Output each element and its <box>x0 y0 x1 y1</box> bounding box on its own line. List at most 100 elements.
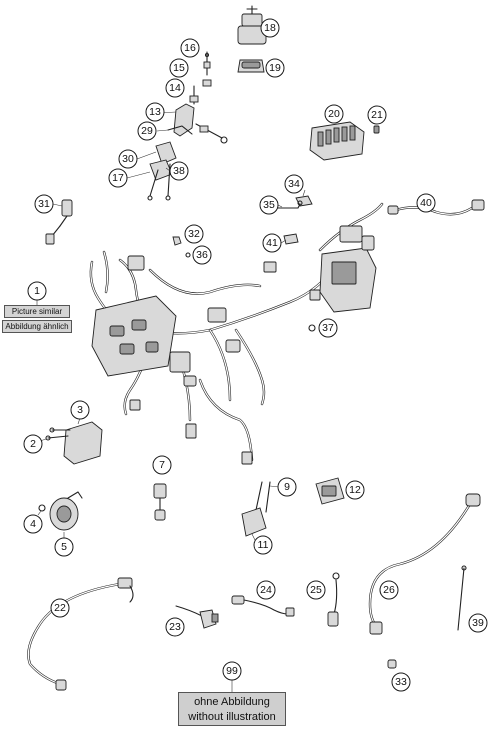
part-39-rod <box>457 565 467 631</box>
part-19-holder <box>237 59 265 73</box>
svg-text:41: 41 <box>266 237 278 249</box>
callout-32: 32 <box>184 224 204 244</box>
svg-text:5: 5 <box>61 541 67 553</box>
svg-text:20: 20 <box>328 108 340 120</box>
part-24-sensor <box>231 595 295 617</box>
callout-11: 11 <box>253 535 273 555</box>
svg-text:21: 21 <box>371 109 383 121</box>
part-32-36-small <box>172 236 191 258</box>
svg-text:17: 17 <box>112 172 124 184</box>
svg-text:39: 39 <box>472 617 484 629</box>
svg-text:13: 13 <box>149 106 161 118</box>
part-9-11-switch <box>241 481 280 541</box>
note-picture-similar: Picture similar <box>4 305 70 318</box>
svg-text:33: 33 <box>395 676 407 688</box>
callout-41: 41 <box>262 233 282 253</box>
callout-39: 39 <box>468 613 488 633</box>
callout-33: 33 <box>391 672 411 692</box>
part-bracket-assembly <box>126 51 228 201</box>
svg-text:1: 1 <box>34 285 40 297</box>
callout-19: 19 <box>265 58 285 78</box>
callout-21: 21 <box>367 105 387 125</box>
callout-35: 35 <box>259 195 279 215</box>
svg-text:18: 18 <box>264 22 276 34</box>
svg-text:25: 25 <box>310 584 322 596</box>
callout-36: 36 <box>192 245 212 265</box>
part-1-main-harness <box>89 202 384 465</box>
callout-9: 9 <box>277 477 297 497</box>
callout-18: 18 <box>260 18 280 38</box>
svg-text:40: 40 <box>420 197 432 209</box>
part-25-sensor <box>327 572 340 627</box>
svg-text:38: 38 <box>173 165 185 177</box>
svg-text:2: 2 <box>30 438 36 450</box>
callout-12: 12 <box>345 480 365 500</box>
svg-text:12: 12 <box>349 484 361 496</box>
part-7-connector <box>153 483 167 521</box>
callout-16: 16 <box>180 38 200 58</box>
part-37-ring <box>308 324 316 332</box>
callout-25: 25 <box>306 580 326 600</box>
callout-2: 2 <box>23 434 43 454</box>
svg-text:19: 19 <box>269 62 281 74</box>
callout-1: 1 <box>27 281 47 301</box>
part-2-3-control-unit <box>39 417 103 465</box>
part-31-sensor <box>45 199 73 245</box>
svg-text:23: 23 <box>169 621 181 633</box>
callout-15: 15 <box>169 58 189 78</box>
part-26-cable <box>368 493 481 635</box>
svg-text:16: 16 <box>184 42 196 54</box>
svg-text:29: 29 <box>141 125 153 137</box>
callout-29: 29 <box>137 121 157 141</box>
callout-4: 4 <box>23 514 43 534</box>
part-34-35-41-clips <box>275 189 313 245</box>
svg-text:31: 31 <box>38 198 50 210</box>
callout-22: 22 <box>50 598 70 618</box>
svg-text:4: 4 <box>30 518 36 530</box>
svg-text:26: 26 <box>383 584 395 596</box>
svg-text:22: 22 <box>54 602 66 614</box>
svg-text:35: 35 <box>263 199 275 211</box>
svg-text:32: 32 <box>188 228 200 240</box>
callout-31: 31 <box>34 194 54 214</box>
callout-13: 13 <box>145 102 165 122</box>
svg-text:11: 11 <box>258 539 269 551</box>
callout-3: 3 <box>70 400 90 420</box>
callout-34: 34 <box>284 174 304 194</box>
callout-37: 37 <box>318 318 338 338</box>
callout-40: 40 <box>416 193 436 213</box>
part-21-fuse <box>373 125 380 134</box>
callout-24: 24 <box>256 580 276 600</box>
callout-17: 17 <box>108 168 128 188</box>
callout-5: 5 <box>54 537 74 557</box>
callout-30: 30 <box>118 149 138 169</box>
callout-14: 14 <box>165 78 185 98</box>
note-abbildung-aehnlich: Abbildung ähnlich <box>2 320 72 333</box>
callout-23: 23 <box>165 617 185 637</box>
svg-text:24: 24 <box>260 584 272 596</box>
callout-26: 26 <box>379 580 399 600</box>
svg-text:36: 36 <box>196 249 208 261</box>
svg-text:37: 37 <box>322 322 334 334</box>
part-23-sensor-bracket <box>175 605 219 629</box>
svg-text:34: 34 <box>288 178 300 190</box>
part-4-5-horn <box>37 491 83 538</box>
note-ohne-abbildung: ohne Abbildung <box>194 696 270 708</box>
note-without-illustration-en: without illustration <box>188 711 276 723</box>
part-33-grommet <box>387 659 397 669</box>
svg-text:3: 3 <box>77 404 83 416</box>
svg-text:30: 30 <box>122 153 134 165</box>
svg-text:15: 15 <box>173 62 185 74</box>
callout-38: 38 <box>169 161 189 181</box>
part-40-cable <box>387 199 485 216</box>
callout-99: 99 <box>222 661 242 681</box>
part-22-cable <box>27 577 134 691</box>
callout-20: 20 <box>324 104 344 124</box>
svg-text:7: 7 <box>159 459 165 471</box>
svg-text:99: 99 <box>226 665 238 677</box>
part-12-relay <box>315 477 345 505</box>
part-20-fuse-box <box>309 121 365 161</box>
note-without-illustration: ohne Abbildung without illustration <box>178 692 286 726</box>
svg-text:9: 9 <box>284 481 290 493</box>
